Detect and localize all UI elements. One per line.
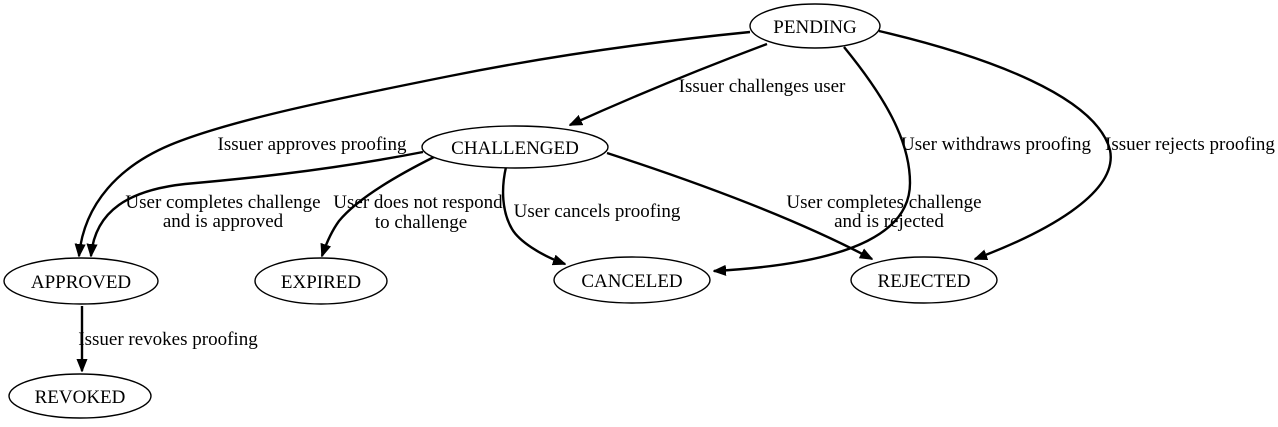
node-label: REVOKED <box>35 387 126 408</box>
node-ellipse <box>8 373 152 419</box>
edges-layer <box>79 29 1112 371</box>
node-ellipse <box>749 3 881 49</box>
nodes-layer: PENDING CHALLENGED APPROVED EXPIRED CANC… <box>3 3 998 419</box>
edge-pending-rejected <box>878 29 1112 261</box>
edge-label-issuer-rejects-proofing: Issuer rejects proofing <box>1105 134 1275 155</box>
edge-challenged-canceled <box>501 166 565 264</box>
edge-label-user-completes-challenge-rejected-line2: and is rejected <box>834 211 944 232</box>
edge-labels-layer: Issuer challenges user Issuer approves p… <box>78 76 1275 350</box>
node-ellipse <box>850 256 998 304</box>
node-label: PENDING <box>773 17 857 38</box>
edge-challenged-rejected <box>606 151 872 261</box>
edge-label-user-completes-challenge-approved-line2: and is approved <box>163 211 284 232</box>
edge-label-issuer-revokes-proofing: Issuer revokes proofing <box>78 329 258 350</box>
state-node-approved: APPROVED <box>3 257 159 305</box>
state-node-challenged: CHALLENGED <box>421 125 609 169</box>
edge-label-issuer-approves-proofing: Issuer approves proofing <box>218 134 407 155</box>
edge-pending-challenged <box>570 42 768 127</box>
edge-label-user-does-not-respond-line2: to challenge <box>375 212 467 233</box>
state-node-canceled: CANCELED <box>553 256 711 304</box>
edge-challenged-approved <box>91 150 424 256</box>
node-label: CHALLENGED <box>451 138 579 159</box>
edge-label-user-cancels-proofing: User cancels proofing <box>514 201 681 222</box>
edge-label-user-completes-challenge-approved-line1: User completes challenge <box>125 192 320 213</box>
edge-challenged-expired <box>322 155 435 256</box>
edge-label-user-withdraws-proofing: User withdraws proofing <box>901 134 1091 155</box>
edge-label-user-completes-challenge-rejected-line1: User completes challenge <box>786 192 981 213</box>
state-node-revoked: REVOKED <box>8 373 152 419</box>
node-ellipse <box>553 256 711 304</box>
node-label: CANCELED <box>581 271 682 292</box>
node-ellipse <box>421 125 609 169</box>
edge-pending-approved <box>79 30 751 256</box>
edge-label-issuer-challenges-user: Issuer challenges user <box>679 76 846 97</box>
edge-pending-canceled <box>714 46 912 271</box>
state-node-rejected: REJECTED <box>850 256 998 304</box>
node-label: EXPIRED <box>281 272 361 293</box>
edge-label-user-does-not-respond-line1: User does not respond <box>333 192 503 213</box>
state-node-expired: EXPIRED <box>254 257 388 305</box>
node-ellipse <box>254 257 388 305</box>
node-label: APPROVED <box>31 272 131 293</box>
state-node-pending: PENDING <box>749 3 881 49</box>
node-ellipse <box>3 257 159 305</box>
node-label: REJECTED <box>878 271 971 292</box>
